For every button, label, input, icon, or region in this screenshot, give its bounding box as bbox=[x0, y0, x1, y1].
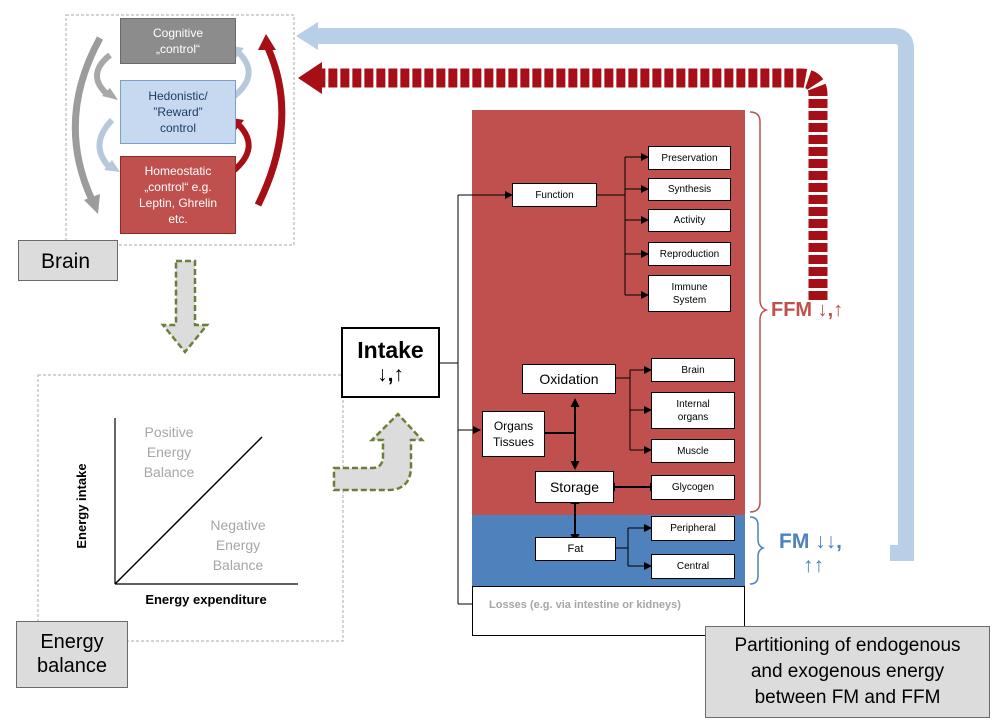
fm-feedback-arrowhead bbox=[296, 22, 318, 50]
fm-label-line1: FM ↓↓, bbox=[779, 530, 842, 553]
brain-arrow-left-upper bbox=[94, 52, 112, 98]
ffm-label: FFM ↓,↑ bbox=[771, 299, 844, 321]
ffm-feedback-arrowhead bbox=[298, 62, 322, 94]
preservation-box: Preservation bbox=[648, 146, 731, 170]
fat-box: Fat bbox=[535, 537, 616, 561]
brain-box bbox=[65, 14, 295, 246]
hedonistic-control-box: Hedonistic/ ”Reward” control bbox=[120, 80, 236, 144]
intake-arrows: ↓,↑ bbox=[377, 363, 404, 386]
synthesis-box: Synthesis bbox=[648, 178, 731, 201]
balance-line bbox=[114, 436, 263, 585]
cognitive-control-box: Cognitive „control“ bbox=[120, 18, 236, 64]
brain-arrow-right-outer bbox=[254, 46, 286, 207]
brain-arrow-left-lower bbox=[96, 117, 115, 171]
energy-expenditure-axis-label: Energy expenditure bbox=[145, 592, 267, 607]
brain-oxidation-box: Brain bbox=[651, 358, 735, 382]
oxidation-box: Oxidation bbox=[522, 364, 616, 394]
intake-box: Intake ↓,↑ bbox=[341, 327, 440, 398]
brain-arrow-right-upper bbox=[230, 49, 252, 101]
ffm-bracket bbox=[749, 111, 769, 513]
intake-title: Intake bbox=[357, 337, 424, 363]
function-box: Function bbox=[512, 183, 597, 207]
negative-energy-balance-label: Negative Energy Balance bbox=[210, 517, 266, 573]
glycogen-box: Glycogen bbox=[651, 475, 735, 500]
energy-balance-box bbox=[37, 374, 344, 642]
fm-feedback-arrow bbox=[318, 28, 914, 561]
muscle-box: Muscle bbox=[651, 439, 735, 463]
ffm-feedback-arrow bbox=[322, 68, 828, 300]
brain-label: Brain bbox=[18, 240, 118, 281]
balance-to-intake-arrow bbox=[332, 412, 425, 492]
organs-tissues-box: Organs Tissues bbox=[482, 411, 545, 457]
brain-arrow-right-lower bbox=[230, 121, 252, 175]
fm-label: FM ↓↓, ↑↑ bbox=[779, 530, 889, 578]
fm-label-line2: ↑↑ bbox=[803, 554, 824, 577]
fm-bracket bbox=[749, 516, 766, 585]
brain-arrowhead bbox=[102, 88, 118, 100]
partitioning-label: Partitioning of endogenous and exogenous… bbox=[705, 626, 990, 718]
losses-box: Losses (e.g. via intestine or kidneys) bbox=[472, 586, 745, 636]
brain-arrowhead bbox=[258, 34, 276, 50]
central-box: Central bbox=[651, 554, 735, 579]
brain-to-balance-arrow bbox=[160, 259, 210, 354]
energy-balance-label: Energy balance bbox=[16, 621, 128, 688]
homeostatic-control-box: Homeostatic „control“ e.g. Leptin, Ghrel… bbox=[120, 156, 236, 234]
energy-intake-axis-label: Energy intake bbox=[74, 463, 89, 549]
immune-system-box: Immune System bbox=[648, 275, 731, 312]
storage-box: Storage bbox=[535, 471, 614, 503]
brain-arrowhead bbox=[104, 160, 120, 172]
positive-energy-balance-label: Positive Energy Balance bbox=[143, 424, 195, 480]
brain-arrowhead bbox=[84, 194, 100, 214]
activity-box: Activity bbox=[648, 209, 731, 232]
brain-arrow-left-outer bbox=[71, 36, 104, 202]
internal-organs-box: Internal organs bbox=[651, 392, 735, 429]
reproduction-box: Reproduction bbox=[648, 242, 731, 266]
peripheral-box: Peripheral bbox=[651, 516, 735, 541]
